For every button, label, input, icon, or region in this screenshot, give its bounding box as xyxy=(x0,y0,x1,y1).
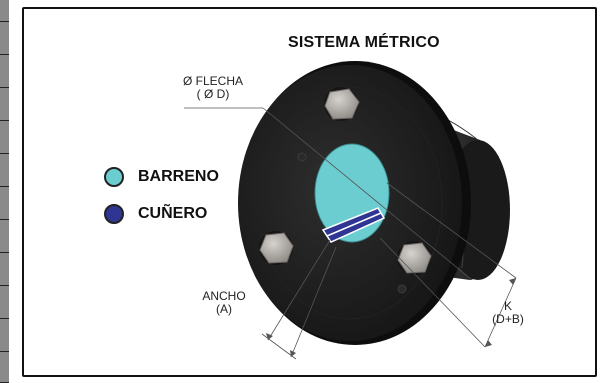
k-dimension-line2: (D+B) xyxy=(492,312,524,326)
bolt-left xyxy=(259,231,294,265)
bolt-top xyxy=(324,87,360,121)
left-tab xyxy=(0,88,9,121)
left-tab xyxy=(0,253,9,286)
dimension-lines xyxy=(184,107,517,360)
keyway-swatch-icon xyxy=(104,204,124,224)
shaft-dimension-line1: Ø FLECHA xyxy=(182,74,243,88)
width-dimension-label: ANCHO (A) xyxy=(194,290,254,316)
left-tab xyxy=(0,55,9,88)
left-tab xyxy=(0,22,9,55)
left-tab xyxy=(0,121,9,154)
legend-item-keyway: CUÑERO xyxy=(104,204,207,224)
width-dimension-line1: ANCHO xyxy=(202,289,246,303)
page-title: SISTEMA MÉTRICO xyxy=(288,34,440,51)
left-tab xyxy=(0,0,9,22)
tap-hole xyxy=(297,152,307,162)
left-tab xyxy=(0,220,9,253)
bore xyxy=(314,143,390,243)
dimension-arrows xyxy=(266,278,516,357)
left-tab xyxy=(0,319,9,352)
diagram-frame xyxy=(22,7,597,377)
left-tab xyxy=(0,286,9,319)
legend-label: BARRENO xyxy=(138,168,219,185)
shaft-dimension-line2: ( Ø D) xyxy=(196,87,230,101)
bolt-right xyxy=(397,241,432,275)
left-tab xyxy=(0,187,9,220)
shaft-dimension-label: Ø FLECHA ( Ø D) xyxy=(163,75,263,101)
legend-item-bore: BARRENO xyxy=(104,167,219,187)
legend-label: CUÑERO xyxy=(138,205,208,222)
width-dimension-line2: (A) xyxy=(216,302,232,316)
k-dimension-line1: K xyxy=(503,299,512,313)
k-dimension-label: K (D+B) xyxy=(478,300,538,326)
left-edge-tabs xyxy=(0,0,9,383)
tap-hole xyxy=(397,284,407,294)
left-tab xyxy=(0,154,9,187)
bore-swatch-icon xyxy=(104,167,124,187)
